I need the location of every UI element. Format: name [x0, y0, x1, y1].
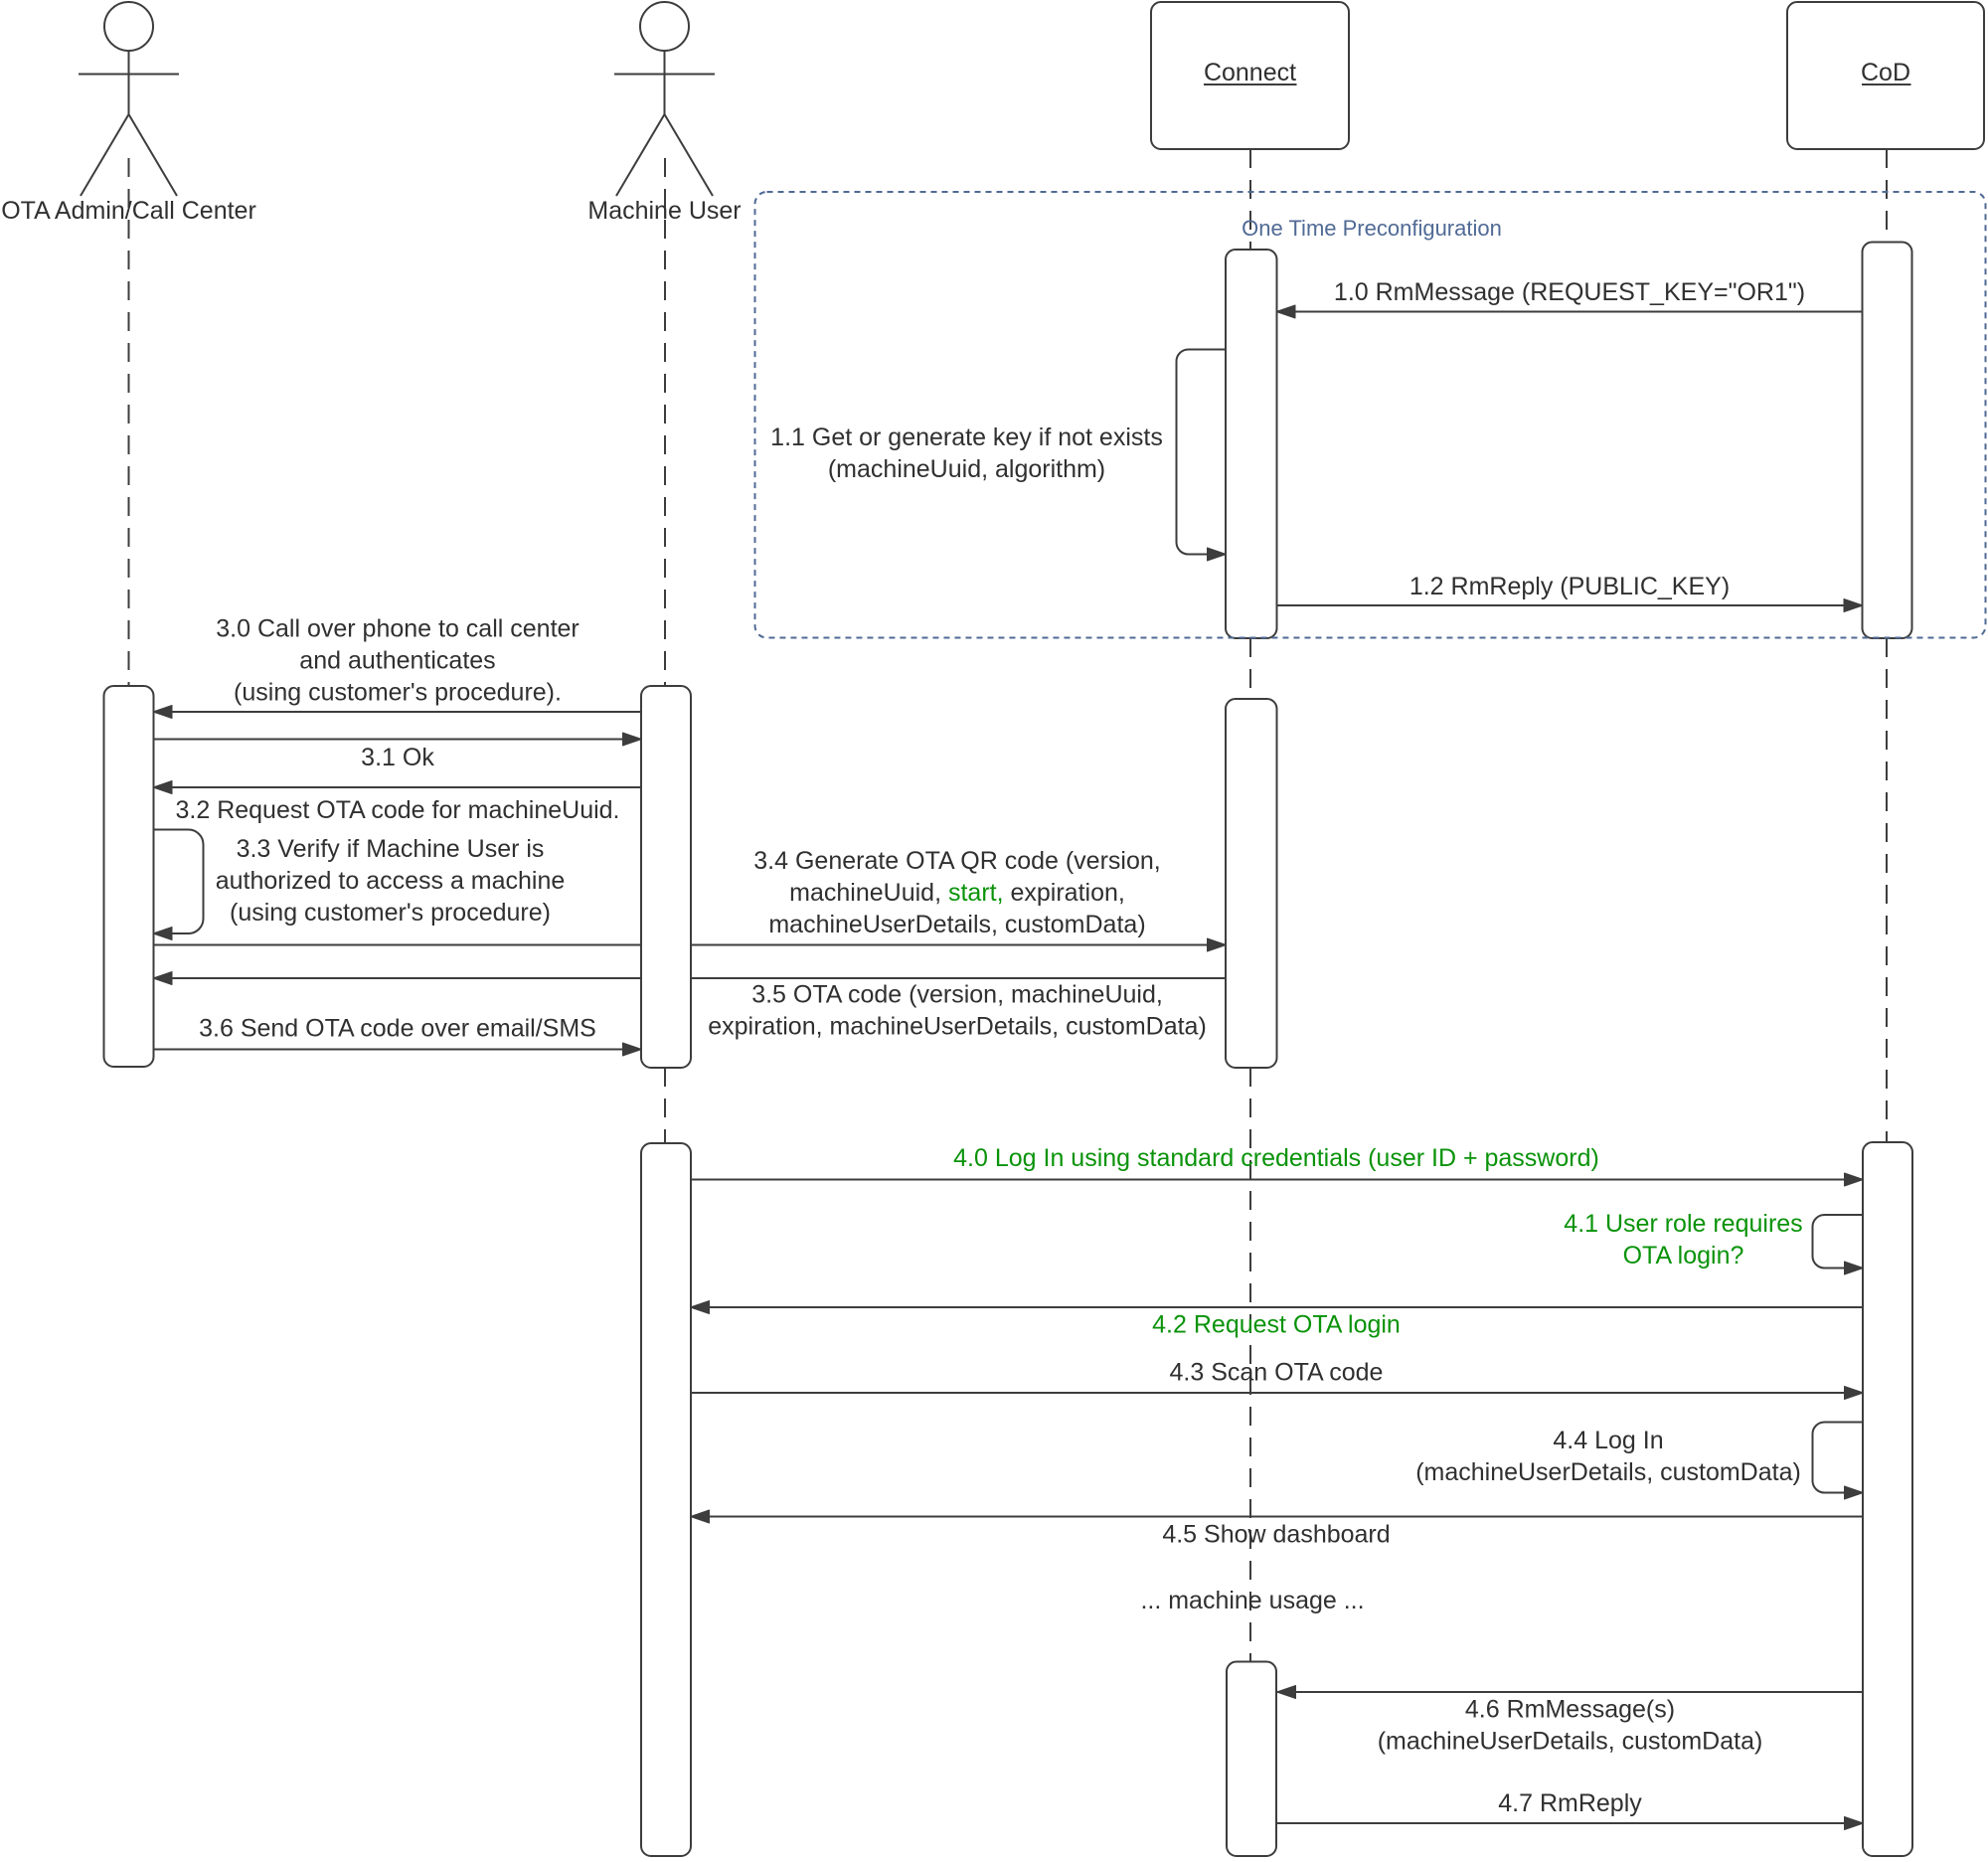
- svg-text:1.1 Get or generate key if not: 1.1 Get or generate key if not exists: [770, 423, 1163, 451]
- svg-text:4.0 Log In using standard cred: 4.0 Log In using standard credentials (u…: [953, 1144, 1599, 1172]
- svg-text:machineUuid, start, expiration: machineUuid, start, expiration,: [789, 879, 1125, 907]
- svg-text:CoD: CoD: [1861, 59, 1910, 86]
- svg-text:4.5 Show dashboard: 4.5 Show dashboard: [1162, 1521, 1390, 1549]
- svg-text:4.2 Request OTA login: 4.2 Request OTA login: [1152, 1311, 1401, 1339]
- svg-text:1.2 RmReply (PUBLIC_KEY): 1.2 RmReply (PUBLIC_KEY): [1409, 573, 1730, 600]
- svg-text:... machine usage ...: ... machine usage ...: [1140, 1587, 1364, 1614]
- svg-text:3.1 Ok: 3.1 Ok: [361, 744, 434, 771]
- svg-text:(machineUserDetails, customDat: (machineUserDetails, customData): [1378, 1728, 1763, 1756]
- svg-text:1.0 RmMessage (REQUEST_KEY="OR: 1.0 RmMessage (REQUEST_KEY="OR1"): [1334, 278, 1805, 306]
- svg-text:machineUserDetails, customData: machineUserDetails, customData): [768, 911, 1145, 938]
- svg-text:expiration, machineUserDetails: expiration, machineUserDetails, customDa…: [708, 1013, 1207, 1041]
- svg-text:(machineUserDetails, customDat: (machineUserDetails, customData): [1415, 1458, 1801, 1486]
- svg-text:(using customer's procedure): (using customer's procedure): [230, 899, 551, 927]
- svg-text:One Time Preconfiguration: One Time Preconfiguration: [1242, 216, 1502, 241]
- svg-text:OTA Admin/Call Center: OTA Admin/Call Center: [1, 197, 256, 225]
- svg-text:4.6 RmMessage(s): 4.6 RmMessage(s): [1465, 1696, 1675, 1724]
- svg-text:Machine User: Machine User: [587, 197, 741, 225]
- svg-text:4.3 Scan OTA code: 4.3 Scan OTA code: [1170, 1359, 1384, 1387]
- svg-text:authorized to access a machine: authorized to access a machine: [216, 867, 566, 895]
- svg-text:(machineUuid, algorithm): (machineUuid, algorithm): [828, 455, 1105, 483]
- svg-text:and authenticates: and authenticates: [299, 647, 495, 675]
- svg-text:3.5 OTA code (version, machine: 3.5 OTA code (version, machineUuid,: [751, 981, 1163, 1009]
- svg-text:4.7 RmReply: 4.7 RmReply: [1498, 1789, 1642, 1817]
- svg-text:(using customer's procedure).: (using customer's procedure).: [234, 679, 562, 707]
- svg-text:3.6 Send OTA code over email/S: 3.6 Send OTA code over email/SMS: [199, 1015, 596, 1043]
- svg-text:3.2 Request OTA code for machi: 3.2 Request OTA code for machineUuid.: [176, 796, 620, 824]
- svg-text:4.4 Log In: 4.4 Log In: [1553, 1427, 1663, 1454]
- svg-text:3.3 Verify if Machine User is: 3.3 Verify if Machine User is: [237, 835, 545, 863]
- svg-text:3.4 Generate OTA QR code (vers: 3.4 Generate OTA QR code (version,: [753, 847, 1160, 875]
- svg-text:Connect: Connect: [1204, 59, 1296, 86]
- svg-text:4.1 User role requires: 4.1 User role requires: [1564, 1210, 1802, 1238]
- svg-text:OTA login?: OTA login?: [1623, 1242, 1744, 1270]
- svg-text:3.0 Call over phone to call ce: 3.0 Call over phone to call center: [216, 615, 580, 643]
